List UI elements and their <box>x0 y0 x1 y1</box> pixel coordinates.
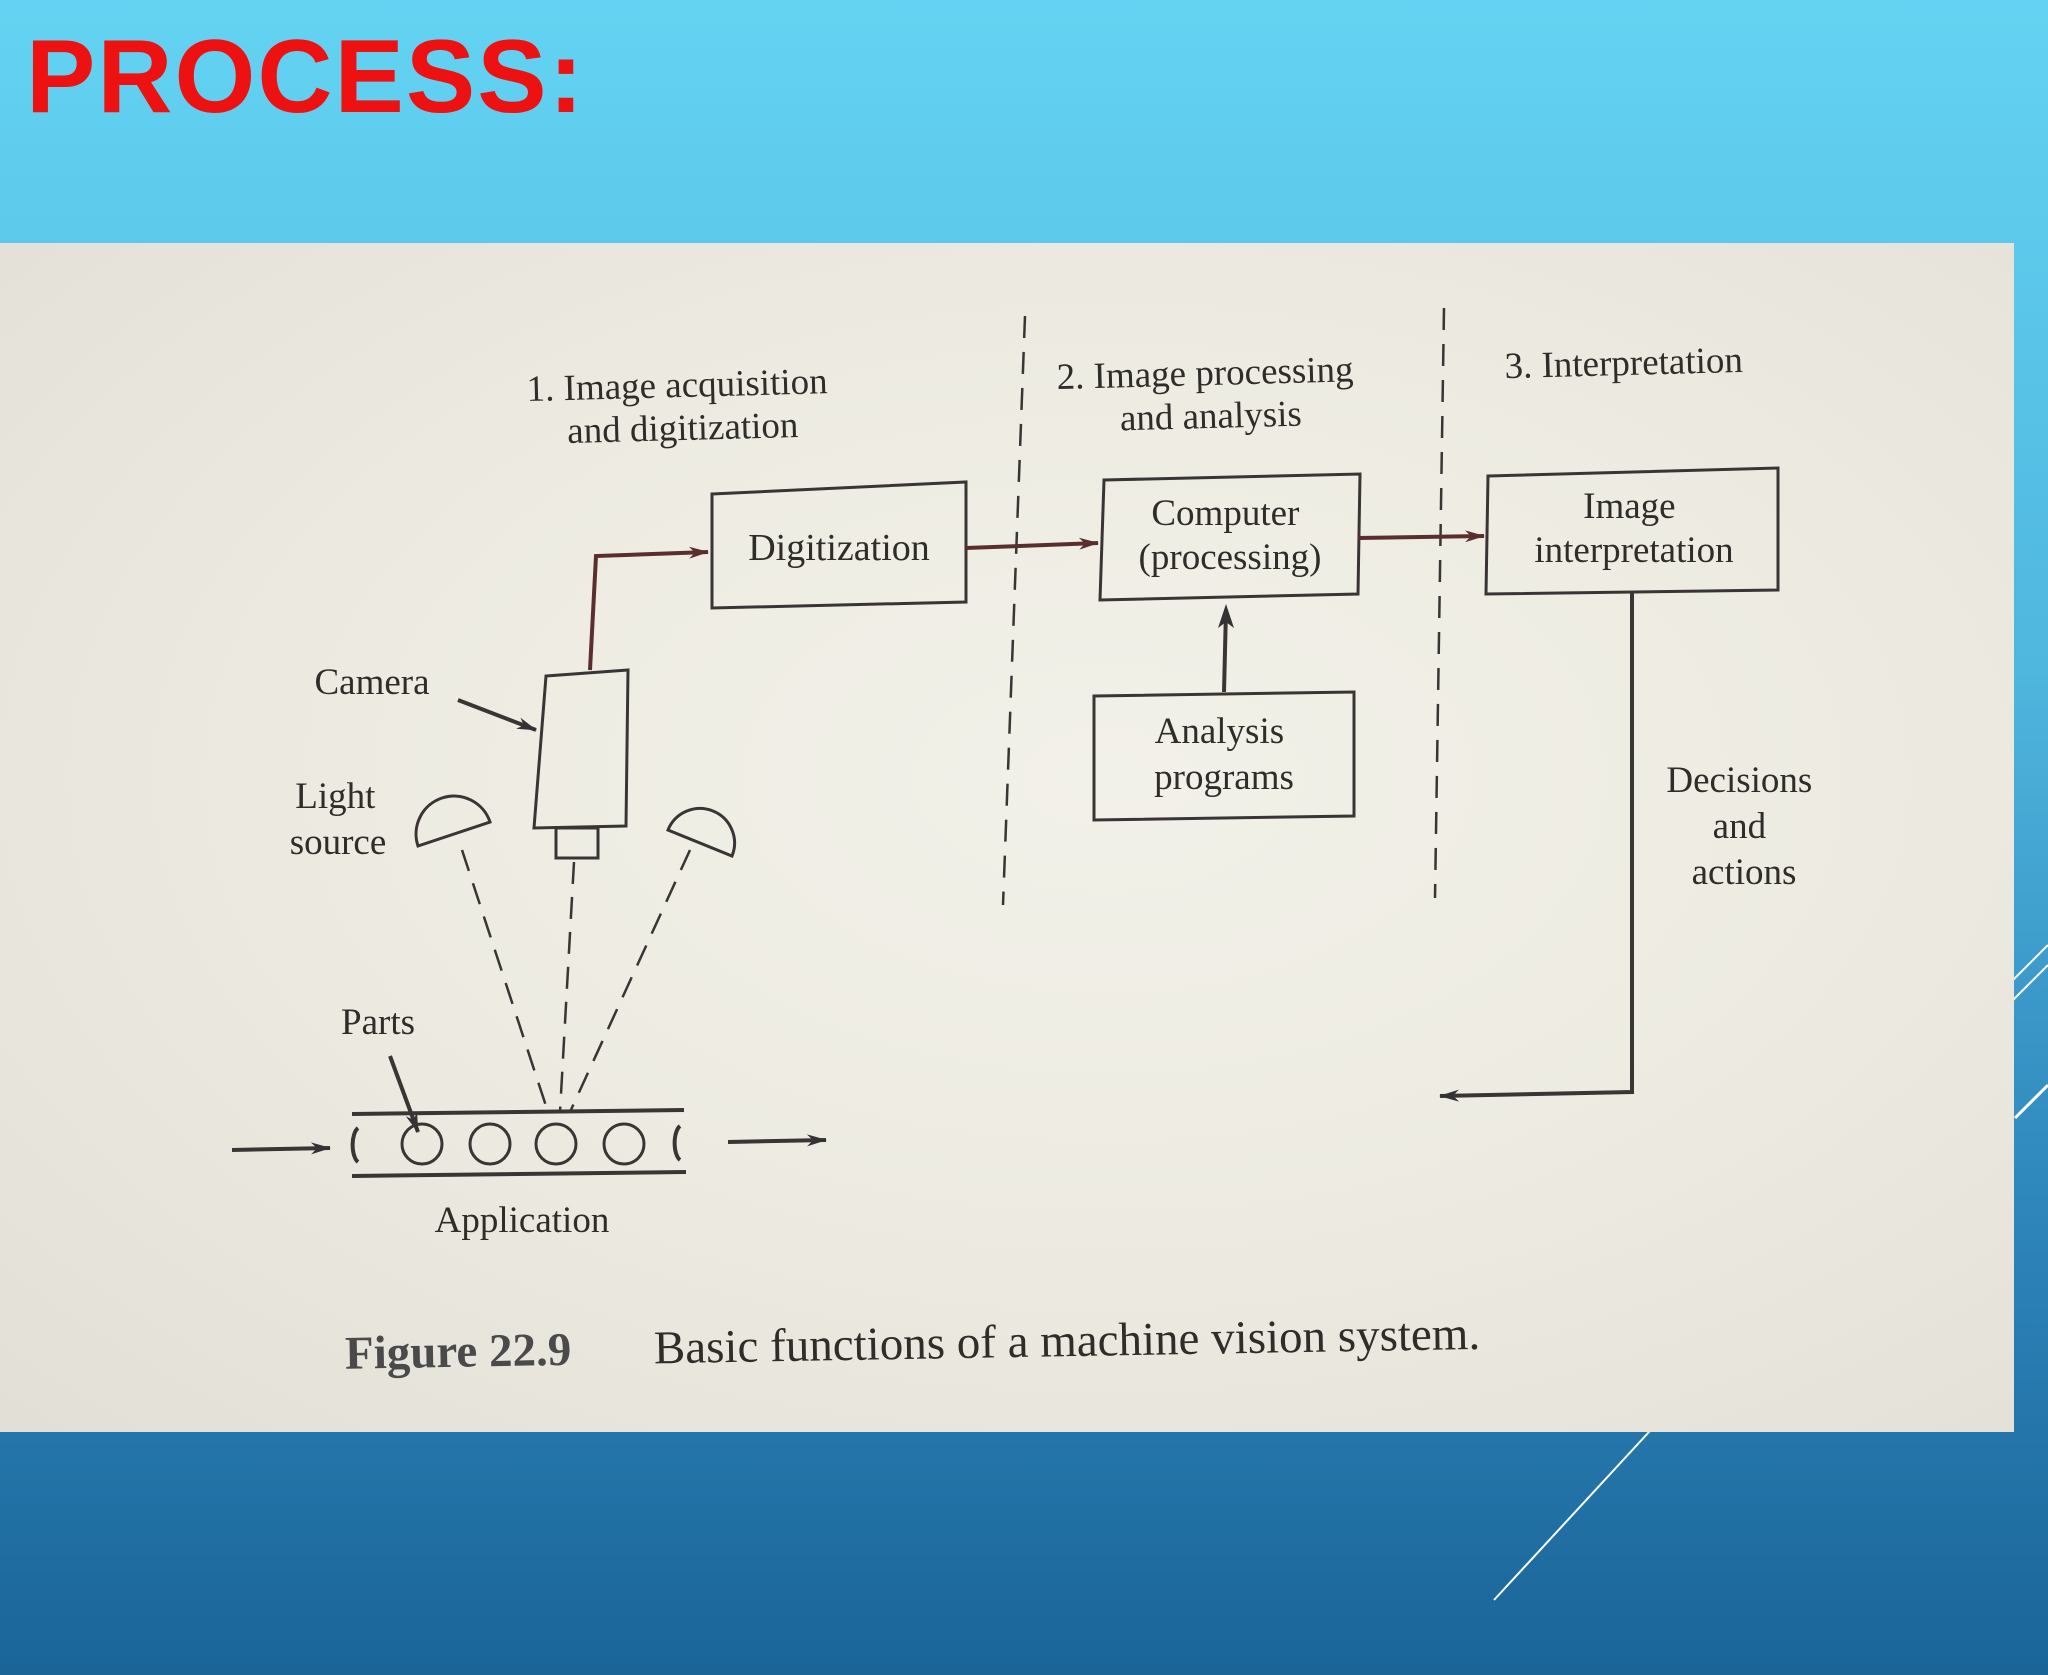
interpretation-label: Image interpretation <box>1534 486 1733 571</box>
stage3-heading: 3. Interpretation <box>1504 340 1743 387</box>
computer-label: Computer (processing) <box>1139 493 1322 578</box>
stage2-heading: 2. Image processing and analysis <box>1056 349 1364 441</box>
analysis-to-computer-line <box>1222 609 1228 693</box>
light-source-right <box>666 806 737 858</box>
analysis-label: Analysis programs <box>1154 711 1294 798</box>
analysis-arrow-head <box>1218 604 1234 628</box>
computer-to-interpretation-arrow <box>1357 530 1485 543</box>
digitization-to-computer-arrow <box>965 537 1099 550</box>
figure-photo: 1. Image acquisition and digitization 2.… <box>0 243 2014 1432</box>
light-source-label: Light source <box>290 776 387 863</box>
computer-box: Computer (processing) <box>1098 472 1362 602</box>
camera-label: Camera <box>314 662 429 703</box>
interpretation-box: Image interpretation <box>1484 466 1780 596</box>
application-label: Application <box>435 1200 610 1241</box>
analysis-box: Analysis programs <box>1092 690 1356 822</box>
slide-title: PROCESS: <box>26 19 586 135</box>
camera-view-ray <box>558 861 576 1113</box>
light-ray-right <box>568 849 692 1113</box>
camera <box>532 668 630 860</box>
parts-label: Parts <box>341 1002 415 1043</box>
stage-divider-1 <box>1001 315 1027 906</box>
figure-caption: Figure 22.9 Basic functions of a machine… <box>345 1308 1481 1380</box>
light-source-left <box>414 794 492 848</box>
stage-divider-2 <box>1433 307 1446 899</box>
conveyor <box>350 1108 687 1178</box>
light-ray-left <box>460 849 550 1113</box>
conveyor-in-arrow <box>231 1142 331 1155</box>
camera-pointer <box>457 698 537 732</box>
parts-pointer <box>388 1055 420 1133</box>
feedback-arrow <box>1439 592 1634 1102</box>
digitization-box: Digitization <box>710 480 968 610</box>
machine-vision-diagram: 1. Image acquisition and digitization 2.… <box>231 307 1821 1380</box>
camera-to-digitization-arrow <box>588 546 709 671</box>
decisions-label: Decisions and actions <box>1666 760 1821 893</box>
stage1-heading: 1. Image acquisition and digitization <box>526 361 838 453</box>
conveyor-out-arrow <box>727 1134 827 1147</box>
digitization-label: Digitization <box>748 527 930 569</box>
